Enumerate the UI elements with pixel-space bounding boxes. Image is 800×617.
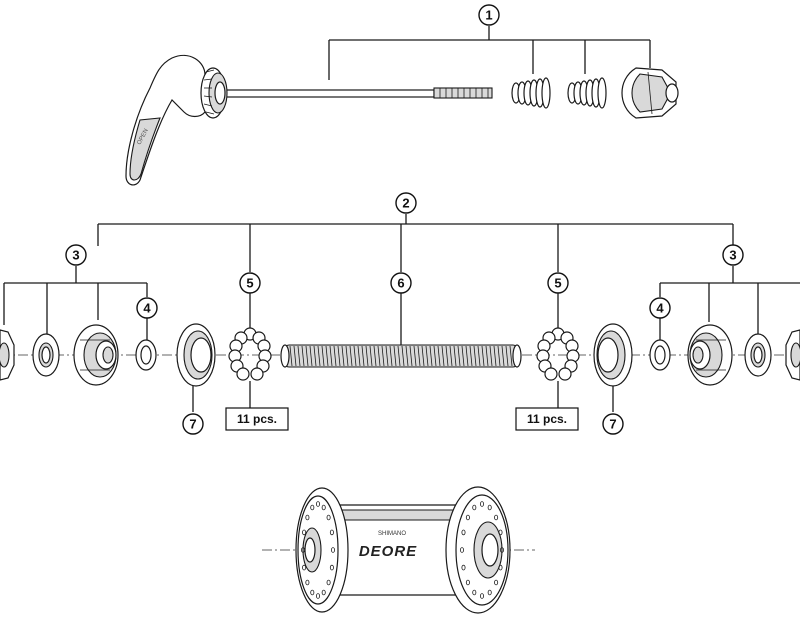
callout-7-left: 7 (182, 413, 204, 435)
callout-3-left-number: 3 (72, 248, 79, 263)
callout-5-left: 5 (239, 272, 261, 294)
cone-right (687, 324, 733, 386)
washer-4-right (649, 339, 671, 371)
bearing-balls-right (536, 327, 580, 381)
spacer-washer-left (32, 333, 60, 377)
callout-2: 2 (395, 192, 417, 214)
hub-axle (280, 344, 522, 368)
callout-3-right-number: 3 (729, 248, 736, 263)
callout-4-right: 4 (649, 297, 671, 319)
quick-release-lever: OPEN (125, 54, 228, 186)
callout-6-number: 6 (397, 276, 404, 291)
skewer-spring-left (511, 77, 551, 109)
callout-5-left-number: 5 (246, 276, 253, 291)
callout-2-leaders (97, 214, 734, 272)
qty-box-left: 11 pcs. (225, 407, 289, 431)
callout-6: 6 (390, 272, 412, 294)
quick-release-assembly: OPEN (125, 4, 679, 186)
callout-5-right-number: 5 (554, 276, 561, 291)
callout-5-right: 5 (547, 272, 569, 294)
washer-4-left (135, 339, 157, 371)
callout-1: 1 (478, 4, 500, 26)
skewer-spring-right (567, 77, 607, 109)
qty-label-left: 11 pcs. (237, 412, 277, 426)
callout-1-leaders (328, 26, 651, 80)
hub-brand-small: SHIMANO (378, 531, 406, 537)
dust-cap-left (176, 323, 216, 387)
callout-2-number: 2 (402, 196, 409, 211)
qty-label-right: 11 pcs. (527, 412, 567, 426)
dust-cap-right (593, 323, 633, 387)
assembled-hub: SHIMANO DEORE (262, 486, 535, 614)
locknut-right (785, 329, 800, 381)
callout-7-right: 7 (602, 413, 624, 435)
callout-1-number: 1 (485, 8, 492, 23)
cone-left (73, 324, 119, 386)
skewer-rod (211, 87, 493, 99)
locknut-left (0, 329, 15, 381)
callout-4-left-number: 4 (143, 301, 151, 316)
hub-brand-large: DEORE (359, 543, 417, 560)
callout-3-right: 3 (722, 244, 744, 266)
spacer-washer-right (744, 333, 772, 377)
callout-7-left-number: 7 (189, 417, 196, 432)
callout-4-right-number: 4 (656, 301, 664, 316)
callout-3-left: 3 (65, 244, 87, 266)
skewer-adjusting-nut (621, 67, 679, 119)
qty-box-right: 11 pcs. (515, 407, 579, 431)
callout-7-right-number: 7 (609, 417, 616, 432)
callout-3-left-leaders (3, 266, 148, 340)
callout-4-left: 4 (136, 297, 158, 319)
callout-3-right-leaders (659, 266, 800, 340)
bearing-balls-left (228, 327, 272, 381)
